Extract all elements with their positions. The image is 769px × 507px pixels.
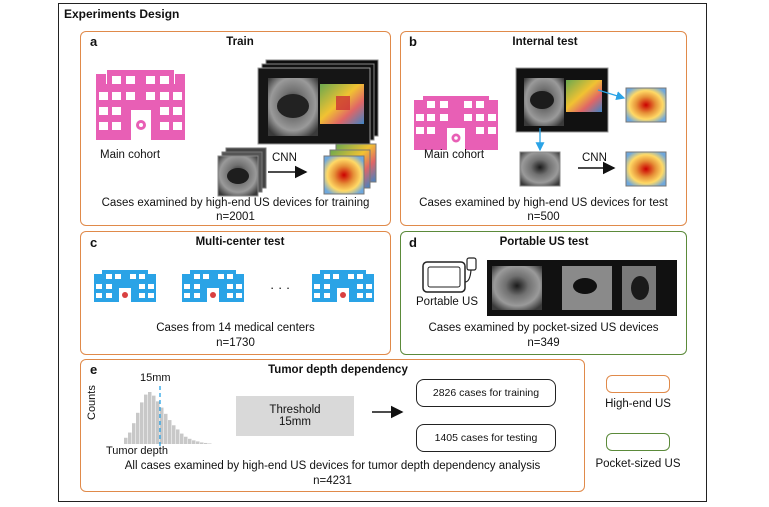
figure-frame xyxy=(58,3,707,502)
histogram-bar xyxy=(128,432,132,444)
hospital-icon-center-3 xyxy=(312,270,374,302)
histogram-bar xyxy=(200,442,204,444)
panel-b-cohort: Main cohort xyxy=(424,149,485,161)
panel-b-caption: Cases examined by high-end US devices fo… xyxy=(419,197,668,209)
panel-b-cnn: CNN xyxy=(582,152,607,164)
panel-b-label: b xyxy=(409,34,417,49)
panel-d-device: Portable US xyxy=(416,296,479,308)
blue-arrow-b-right xyxy=(597,89,626,101)
legend-high-end-label: High-end US xyxy=(605,398,671,410)
portable-us-device-icon xyxy=(422,257,477,293)
us-image-stack-a xyxy=(257,59,379,145)
training-cases-box: 2826 cases for training xyxy=(416,379,556,407)
panel-c-label: c xyxy=(90,235,98,250)
panel-b xyxy=(400,31,687,226)
histogram-bar xyxy=(196,441,200,444)
histogram-bar xyxy=(168,420,172,444)
panel-a xyxy=(80,31,391,226)
panel-c-n: n=1730 xyxy=(216,337,255,349)
panel-e-ylabel: Counts xyxy=(86,385,98,420)
threshold-box: Threshold 15mm xyxy=(236,396,354,436)
panel-a-cnn: CNN xyxy=(272,152,297,164)
panel-c xyxy=(80,231,391,355)
heatmap-b-bottom xyxy=(625,151,667,187)
panel-e-label: e xyxy=(90,362,98,377)
histogram-bar xyxy=(156,401,160,444)
threshold-line2: 15mm xyxy=(279,416,311,428)
panel-a-label: a xyxy=(90,34,98,49)
histogram-bar xyxy=(124,437,128,444)
histogram-bar xyxy=(204,442,208,444)
legend-pocket-swatch xyxy=(606,433,670,451)
hospital-icon-main-b xyxy=(414,96,498,150)
histogram-bar xyxy=(140,402,144,444)
histogram-bar xyxy=(160,407,164,444)
panel-e-xlabel: Tumor depth xyxy=(106,445,168,457)
panel-e-title: Tumor depth dependency xyxy=(268,364,408,376)
histogram-bar xyxy=(192,440,196,444)
histogram-bar xyxy=(208,443,212,444)
histogram-bar xyxy=(136,412,140,444)
panel-b-n: n=500 xyxy=(527,211,560,223)
panel-e-marker: 15mm xyxy=(140,372,171,384)
histogram-bar xyxy=(184,436,188,444)
panel-d-label: d xyxy=(409,235,417,250)
panel-a-caption: Cases examined by high-end US devices fo… xyxy=(101,197,370,209)
histogram-bar xyxy=(148,392,152,444)
histogram-bar xyxy=(132,423,136,444)
panel-d-n: n=349 xyxy=(527,337,560,349)
hospital-icon-main-a xyxy=(96,70,185,140)
panel-e xyxy=(80,359,585,492)
us-crop-b xyxy=(519,151,561,187)
histogram-bar xyxy=(180,433,184,444)
heatmap-stack-a xyxy=(323,143,377,195)
panel-c-title: Multi-center test xyxy=(195,236,285,248)
panel-d xyxy=(400,231,687,355)
heatmap-b-top xyxy=(625,87,667,123)
hospital-icon-center-1 xyxy=(94,270,156,302)
histogram-bar xyxy=(188,438,192,444)
panel-d-caption: Cases examined by pocket-sized US device… xyxy=(428,322,659,334)
panel-a-title: Train xyxy=(226,36,254,48)
us-screen-b xyxy=(515,67,609,133)
histogram-bar xyxy=(164,413,168,444)
histogram-bar xyxy=(172,425,176,444)
histogram-bar xyxy=(176,429,180,444)
tumor-depth-histogram xyxy=(124,392,212,444)
panel-c-ellipsis: · · · xyxy=(270,280,291,295)
panel-a-cohort: Main cohort xyxy=(100,149,161,161)
panel-b-title: Internal test xyxy=(512,36,578,48)
us-crops-a xyxy=(217,147,267,197)
legend-high-end-swatch xyxy=(606,375,670,393)
histogram-bar xyxy=(144,394,148,444)
legend-pocket-label: Pocket-sized US xyxy=(595,458,681,470)
panel-c-caption: Cases from 14 medical centers xyxy=(156,322,315,334)
panel-a-n: n=2001 xyxy=(216,211,255,223)
hospital-icon-center-2 xyxy=(182,270,244,302)
panel-e-n: n=4231 xyxy=(313,475,352,487)
portable-us-images xyxy=(487,260,677,316)
figure-title: Experiments Design xyxy=(64,7,180,21)
panel-d-title: Portable US test xyxy=(499,236,589,248)
panel-e-caption: All cases examined by high-end US device… xyxy=(124,460,541,472)
histogram-bar xyxy=(152,395,156,444)
testing-cases-box: 1405 cases for testing xyxy=(416,424,556,452)
threshold-line1: Threshold xyxy=(269,404,321,416)
